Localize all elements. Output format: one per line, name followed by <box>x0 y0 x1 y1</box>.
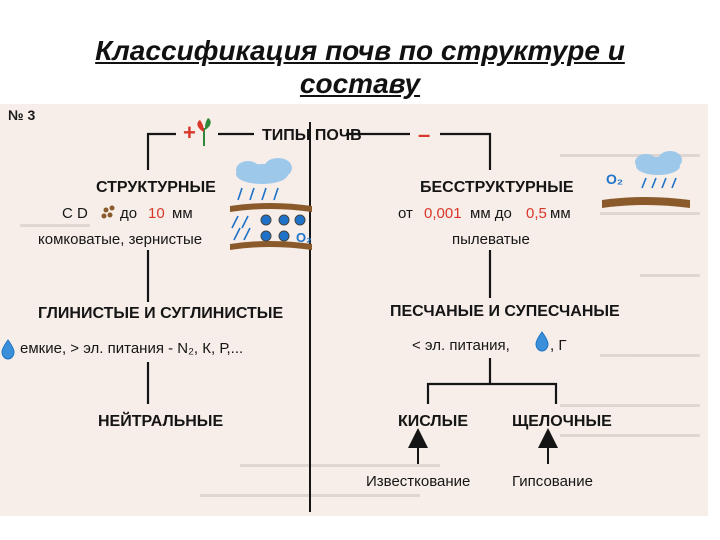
title-line-1: Классификация почв по структуре и <box>95 35 625 66</box>
figure-number: № 3 <box>8 107 35 123</box>
structureless-size-mid: мм до <box>470 205 512 222</box>
sandy-description: < эл. питания, <box>412 337 510 354</box>
rain-cloud-icon <box>236 158 292 201</box>
left-branch-line <box>146 132 176 170</box>
plus-sign: + <box>183 120 196 145</box>
title-line-2: составу <box>299 68 421 99</box>
structured-o2-label: O₂ <box>296 230 312 245</box>
structured-size-prefix: С D <box>62 205 88 222</box>
structureless-size-unit: мм <box>550 205 571 222</box>
gypsum-label: Гипсование <box>512 473 593 490</box>
sandy-node: ПЕСЧАНЫЕ И СУПЕСЧАНЫЕ <box>390 303 620 320</box>
structureless-description: пылеватые <box>452 231 530 248</box>
sprout-icon <box>197 118 211 146</box>
structureless-size-value-1: 0,001 <box>424 205 462 222</box>
structureless-soil-layer <box>602 197 690 208</box>
water-drop-icon-left <box>1 339 15 360</box>
right-split-connector <box>426 358 558 404</box>
alkaline-node: ЩЕЛОЧНЫЕ <box>512 413 612 430</box>
diagram-canvas: № 3 + ТИПЫ ПОЧВ – СТРУКТУРНЫЕ <box>1 107 700 512</box>
slide-title: Классификация почв по структуре и состав… <box>0 34 720 100</box>
minus-sign: – <box>418 122 430 147</box>
rain-cloud-icon-right <box>635 151 682 189</box>
structured-description: комковатые, зернистые <box>38 231 202 248</box>
right-branch-line-b <box>440 132 492 170</box>
structureless-header: БЕССТРУКТУРНЫЕ <box>420 179 574 196</box>
structured-size-mid: до <box>120 205 137 222</box>
structureless-o2-label: O₂ <box>606 171 623 187</box>
clay-loam-description: емкие, > эл. питания - N₂, К, Р,... <box>20 340 243 357</box>
acidic-node: КИСЛЫЕ <box>398 413 468 430</box>
clay-loam-node: ГЛИНИСТЫЕ И СУГЛИНИСТЫЕ <box>38 305 283 322</box>
neutral-node: НЕЙТРАЛЬНЫЕ <box>98 411 223 430</box>
tree-connectors <box>146 122 558 512</box>
structured-header: СТРУКТУРНЫЕ <box>96 179 216 196</box>
water-drop-icon-right <box>535 331 549 352</box>
structured-size-unit: мм <box>172 205 193 222</box>
classification-diagram: № 3 + ТИПЫ ПОЧВ – СТРУКТУРНЫЕ <box>0 104 708 516</box>
structured-size-value: 10 <box>148 205 165 222</box>
structureless-size-from: от <box>398 205 413 222</box>
aggregate-icon <box>101 205 115 219</box>
structureless-size-value-2: 0,5 <box>526 205 547 222</box>
structured-soil-illustration <box>230 203 312 250</box>
sandy-description-suffix: , Г <box>550 337 566 354</box>
liming-label: Известкование <box>366 473 470 490</box>
root-node: ТИПЫ ПОЧВ <box>262 127 362 144</box>
